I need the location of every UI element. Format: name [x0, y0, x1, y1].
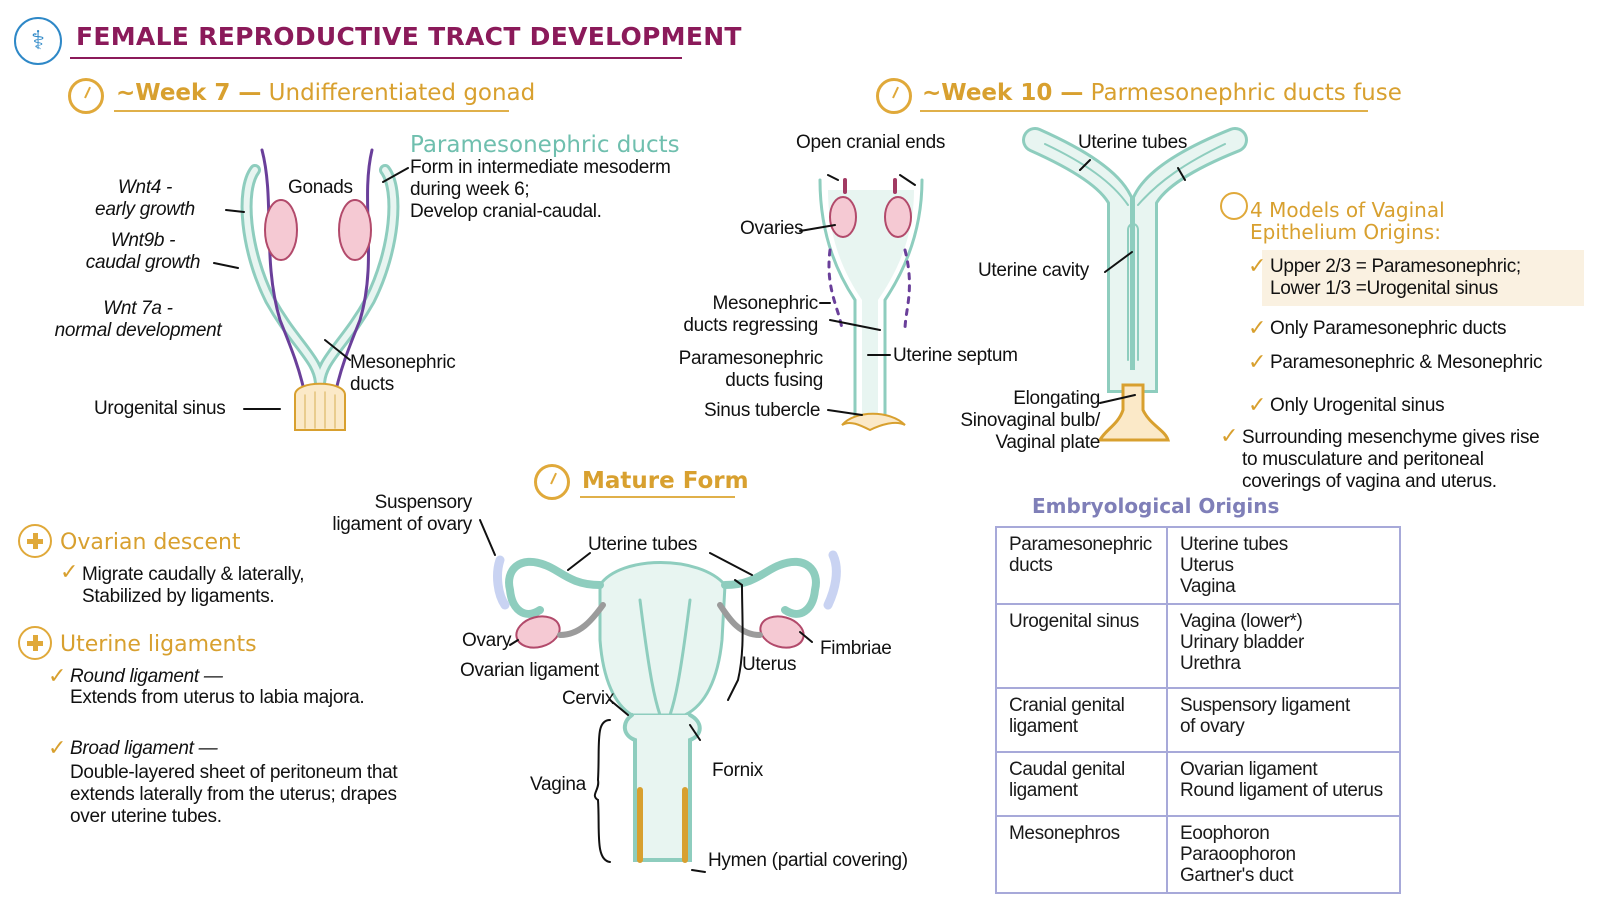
check-icon: ✓: [60, 560, 79, 585]
check-icon: ✓: [1220, 424, 1239, 449]
broad-ligament-title: Broad ligament —: [70, 738, 218, 759]
vagina-label: Vagina: [530, 774, 586, 795]
wnt9b-label: Wnt9b - caudal growth: [85, 230, 201, 273]
mesonephric-regressing-label: Mesonephric ducts regressing: [683, 293, 818, 336]
check-icon: ✓: [1248, 350, 1267, 375]
check-icon: ✓: [1248, 393, 1267, 418]
wnt7a-label: Wnt 7a - normal development: [54, 298, 222, 341]
paramesonephric-fusing-label: Paramesonephric ducts fusing: [678, 348, 824, 391]
week7-heading-rule: [114, 110, 509, 112]
ovaries-label: Ovaries: [740, 218, 804, 239]
elongating-label: Elongating Sinovaginal bulb/ Vaginal pla…: [960, 388, 1100, 453]
uterus-forming-diagram: [1022, 127, 1248, 442]
table-cell: Vagina (lower*) Urinary bladder Urethra: [1166, 603, 1401, 689]
model-highlight-box: [1262, 250, 1584, 306]
table-cell: Uterine tubes Uterus Vagina: [1166, 526, 1401, 605]
week10-diagram: [799, 174, 924, 432]
table-cell: Mesonephros: [995, 815, 1168, 894]
models-title: 4 Models of Vaginal Epithelium Origins:: [1250, 198, 1445, 244]
urogenital-sinus-label: Urogenital sinus: [94, 398, 226, 419]
week7-diagram: [213, 148, 409, 431]
model-item: Only Urogenital sinus: [1270, 395, 1445, 416]
check-icon: ✓: [48, 664, 67, 689]
magnifier-icon: [1220, 192, 1248, 220]
mesonephric-ducts-label: Mesonephric ducts: [350, 352, 456, 395]
clock-icon: [534, 464, 570, 500]
table-cell: Paramesonephric ducts: [995, 526, 1168, 605]
mesenchyme-note: Surrounding mesenchyme gives rise to mus…: [1242, 427, 1540, 492]
mature-form-heading: Mature Form: [582, 468, 749, 494]
open-cranial-ends-label: Open cranial ends: [796, 132, 946, 153]
check-icon: ✓: [48, 736, 67, 761]
wnt4-label: Wnt4 - early growth: [95, 177, 195, 220]
title-underline: [70, 57, 682, 59]
check-icon: ✓: [1248, 316, 1267, 341]
origins-title: Embryological Origins: [1032, 494, 1280, 518]
round-ligament-title: Round ligament —: [70, 666, 223, 687]
table-cell: Urogenital sinus: [995, 603, 1168, 689]
model-item: Paramesonephric & Mesonephric: [1270, 352, 1543, 373]
paramesonephric-description: Form in intermediate mesoderm during wee…: [410, 157, 671, 222]
plus-icon: [18, 524, 52, 558]
uterine-tubes-label: Uterine tubes: [588, 534, 698, 555]
ovary-label: Ovary: [462, 630, 512, 651]
model-item: Only Paramesonephric ducts: [1270, 318, 1507, 339]
plus-icon: [18, 626, 52, 660]
caduceus-icon: ⚕: [14, 17, 62, 65]
week7-heading: ~Week 7 — Undifferentiated gonad: [116, 80, 536, 106]
fimbriae-label: Fimbriae: [820, 638, 892, 659]
check-icon: ✓: [1248, 254, 1267, 279]
broad-ligament-text: Double-layered sheet of peritoneum that …: [70, 762, 398, 827]
ovarian-ligament-label: Ovarian ligament: [460, 660, 599, 681]
hymen-label: Hymen (partial covering): [708, 850, 908, 871]
table-cell: Cranial genital ligament: [995, 687, 1168, 753]
paramesonephric-title: Paramesonephric ducts: [410, 132, 680, 158]
page-title: FEMALE REPRODUCTIVE TRACT DEVELOPMENT: [76, 22, 742, 51]
week10-heading: ~Week 10 — Parmesonephric ducts fuse: [922, 80, 1402, 106]
uterine-tubes-label: Uterine tubes: [1078, 132, 1188, 153]
ovarian-descent-heading: Ovarian descent: [60, 530, 241, 555]
clock-icon: [876, 78, 912, 114]
sinus-tubercle-label: Sinus tubercle: [704, 400, 821, 421]
table-cell: Suspensory ligament of ovary: [1166, 687, 1401, 753]
table-cell: Eoophoron Paraoophoron Gartner's duct: [1166, 815, 1401, 894]
uterine-septum-label: Uterine septum: [893, 345, 1018, 366]
clock-icon: [68, 78, 104, 114]
table-cell: Caudal genital ligament: [995, 751, 1168, 817]
uterine-ligaments-heading: Uterine ligaments: [60, 632, 257, 657]
cervix-label: Cervix: [562, 688, 615, 709]
model-item: Upper 2/3 = Paramesonephric; Lower 1/3 =…: [1270, 256, 1521, 299]
round-ligament-text: Extends from uterus to labia majora.: [70, 687, 365, 708]
gonads-label: Gonads: [288, 177, 353, 198]
table-cell: Ovarian ligament Round ligament of uteru…: [1166, 751, 1401, 817]
uterine-cavity-label: Uterine cavity: [978, 260, 1089, 281]
ovarian-descent-text: Migrate caudally & laterally, Stabilized…: [82, 564, 305, 607]
mature-heading-rule: [580, 496, 735, 498]
mature-form-diagram: [479, 519, 841, 873]
fornix-label: Fornix: [712, 760, 763, 781]
uterus-label: Uterus: [742, 654, 797, 675]
suspensory-ligament-label: Suspensory ligament of ovary: [332, 492, 472, 535]
week10-heading-rule: [920, 110, 1368, 112]
